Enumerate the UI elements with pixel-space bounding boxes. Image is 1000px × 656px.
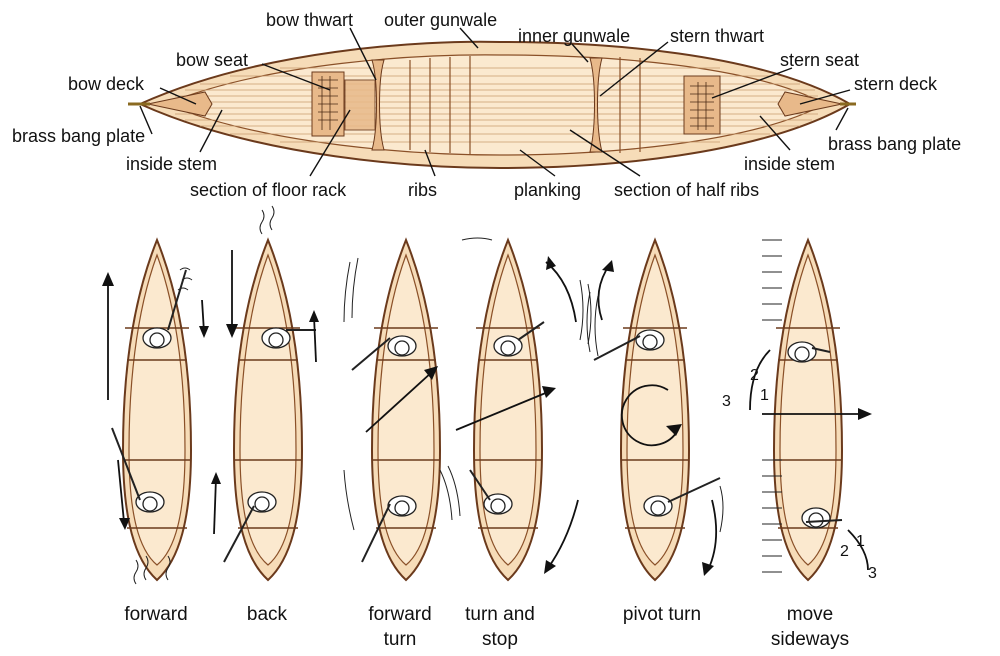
part-labels: bow thwart outer gunwale inner gunwale s… (12, 10, 961, 200)
stroke-turn-and-stop (455, 237, 592, 581)
forward-bow-paddle (167, 269, 187, 331)
caption-move-sideways-1: move (787, 604, 833, 625)
stern-seat (683, 75, 721, 135)
floor-rack (344, 79, 376, 131)
stroke-back (211, 205, 319, 581)
bow-seq-3: 3 (722, 393, 731, 410)
bow-seq-2: 2 (750, 367, 759, 384)
stern-seq-1: 1 (856, 533, 865, 550)
label-inner-gunwale: inner gunwale (518, 26, 630, 46)
turn-and-stop-arrow (455, 391, 549, 431)
stroke-forward (102, 239, 209, 585)
forward-stern-paddle (111, 427, 141, 501)
label-outer-gunwale: outer gunwale (384, 10, 497, 30)
label-floor-rack: section of floor rack (190, 180, 347, 200)
label-planking: planking (514, 180, 581, 200)
stern-thwart (589, 57, 603, 153)
label-ribs: ribs (408, 180, 437, 200)
forward-turn-arrow (365, 371, 433, 433)
label-stern-seat: stern seat (780, 50, 859, 70)
stern-deck (777, 91, 843, 117)
bow-seat-webbing (318, 76, 338, 130)
stroke-move-sideways: 2 1 3 1 2 3 (722, 239, 877, 582)
label-brass-bang-plate-right: brass bang plate (828, 134, 961, 154)
bow-seq-1: 1 (760, 387, 769, 404)
caption-pivot-turn: pivot turn (623, 604, 701, 625)
label-bow-seat: bow seat (176, 50, 248, 70)
label-stern-thwart: stern thwart (670, 26, 764, 46)
caption-turn-and-stop-2: stop (482, 629, 518, 650)
stern-seq-2: 2 (840, 543, 849, 560)
label-bow-deck: bow deck (68, 74, 145, 94)
stern-seq-3: 3 (868, 565, 877, 582)
ribs-lines (409, 56, 641, 154)
caption-move-sideways-2: sideways (771, 629, 849, 650)
label-bow-thwart: bow thwart (266, 10, 353, 30)
leader-lines (139, 27, 851, 177)
label-stern-deck: stern deck (854, 74, 938, 94)
label-inside-stem-right: inside stem (744, 154, 835, 174)
bow-deck (147, 91, 213, 117)
pivot-turn-arrow (620, 384, 679, 447)
caption-forward-turn-1: forward (368, 604, 431, 625)
label-half-ribs: section of half ribs (614, 180, 759, 200)
stroke-forward-turn (343, 239, 461, 581)
caption-forward: forward (124, 604, 187, 625)
label-brass-bang-plate-left: brass bang plate (12, 126, 145, 146)
label-inside-stem-left: inside stem (126, 154, 217, 174)
caption-forward-turn-2: turn (384, 629, 417, 650)
stroke-captions: forward back forward turn turn and stop … (124, 604, 849, 650)
stroke-pivot-turn (586, 239, 724, 581)
caption-turn-and-stop-1: turn and (465, 604, 535, 625)
canoe-top-view (128, 40, 856, 170)
bow-thwart (371, 59, 385, 151)
stern-seat-webbing (690, 82, 714, 130)
caption-back: back (247, 604, 288, 625)
